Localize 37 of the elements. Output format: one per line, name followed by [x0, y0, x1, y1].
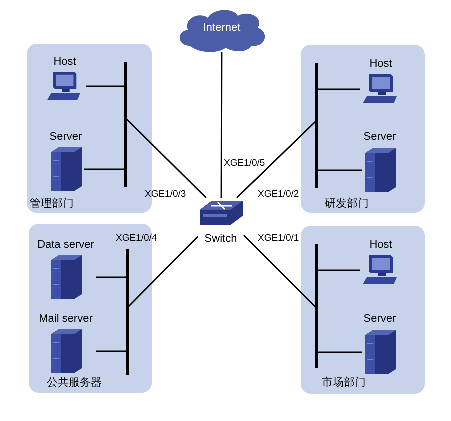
network-link: [236, 120, 318, 199]
port-label: XGE1/0/1: [258, 233, 300, 245]
network-link: [124, 117, 207, 199]
bus-line: [315, 244, 318, 368]
port-label: XGE1/0/3: [145, 189, 186, 201]
network-link: [86, 86, 126, 88]
network-link: [220, 52, 223, 198]
network-link: [316, 88, 360, 90]
device-label: Server: [48, 131, 84, 143]
device-label: Host: [52, 56, 78, 68]
department-panel: [301, 226, 425, 394]
department-label: 公共服务器: [47, 377, 102, 389]
department-label: 研发部门: [325, 198, 369, 210]
network-link: [96, 350, 128, 352]
network-link: [84, 168, 126, 170]
network-link: [316, 352, 362, 354]
port-label: XGE1/0/5: [224, 158, 266, 170]
bus-line: [315, 63, 318, 188]
network-link: [316, 270, 360, 272]
bus-line: [124, 62, 127, 187]
device-label: Server: [362, 313, 398, 325]
department-label: 市场部门: [322, 377, 366, 389]
network-link: [316, 170, 362, 172]
device-label: Mail server: [38, 313, 94, 325]
department-label: 管理部门: [30, 198, 74, 210]
department-panel: [301, 45, 425, 213]
port-label: XGE1/0/2: [258, 189, 300, 201]
network-link: [96, 276, 128, 278]
network-link: [243, 234, 318, 309]
device-label: Server: [362, 131, 398, 143]
bus-line: [126, 249, 129, 375]
device-label: Switch: [204, 233, 238, 245]
device-label: Host: [368, 58, 394, 70]
device-label: Data server: [36, 239, 96, 251]
network-link: [126, 236, 199, 309]
device-label: Host: [368, 239, 394, 251]
port-label: XGE1/0/4: [116, 233, 158, 245]
